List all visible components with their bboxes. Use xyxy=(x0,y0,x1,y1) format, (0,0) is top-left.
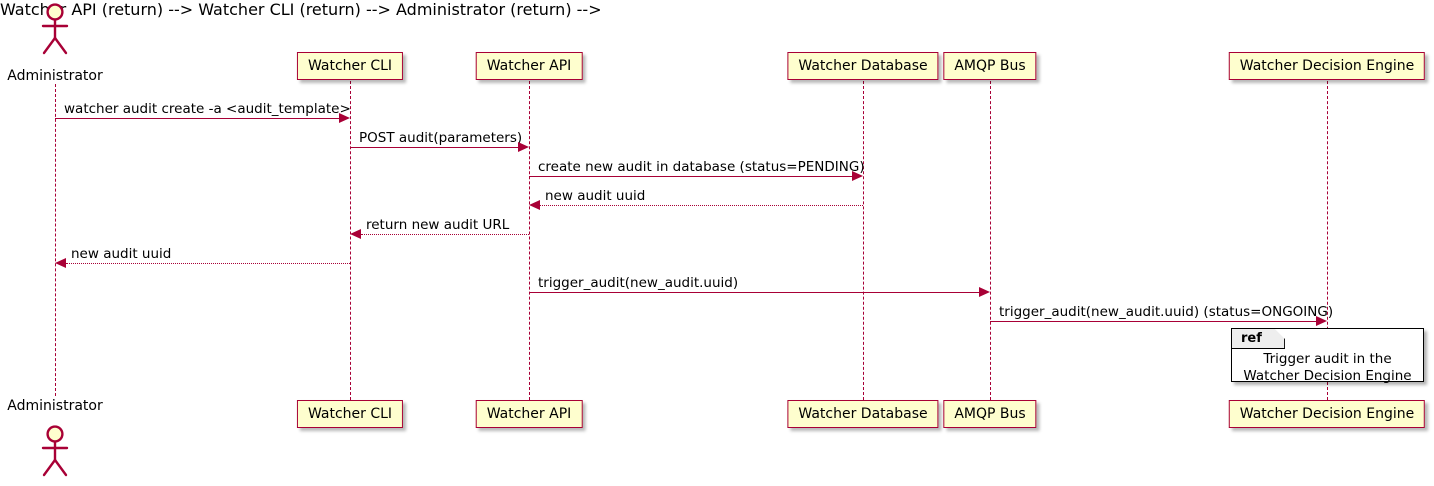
participant-watcher-database-bottom[interactable]: Watcher Database xyxy=(787,400,939,428)
arrowhead-left-icon xyxy=(529,200,540,210)
lifeline-administrator xyxy=(55,84,56,396)
arrowhead-right-icon xyxy=(339,113,350,123)
arrowhead-right-icon xyxy=(518,142,529,152)
lifeline-watcher-api xyxy=(529,81,530,400)
participant-watcher-decision-engine-bottom[interactable]: Watcher Decision Engine xyxy=(1228,400,1426,428)
arrowhead-left-icon xyxy=(350,229,361,239)
message-line-post-audit xyxy=(350,147,518,148)
ref-fragment-line1: Trigger audit in the xyxy=(1263,351,1392,367)
message-label-return-new-audit-url: return new audit URL xyxy=(366,217,510,233)
participant-watcher-database-top[interactable]: Watcher Database xyxy=(787,52,939,80)
message-line-trigger-audit xyxy=(529,292,979,293)
message-label-new-audit-uuid-admin: new audit uuid xyxy=(71,246,172,262)
message-label-create-new-audit: create new audit in database (status=PEN… xyxy=(538,159,865,175)
message-label-watcher-audit-create: watcher audit create -a <audit_template> xyxy=(64,101,351,117)
lifeline-amqp-bus xyxy=(990,81,991,400)
message-label-trigger-audit: trigger_audit(new_audit.uuid) xyxy=(538,275,739,291)
message-label-new-audit-uuid-api: new audit uuid xyxy=(545,188,646,204)
message-line-trigger-audit-ongoing xyxy=(990,321,1316,322)
message-line-new-audit-uuid-admin xyxy=(66,263,350,264)
ref-fragment: ref Trigger audit in the Watcher Decisio… xyxy=(1231,328,1424,385)
participant-watcher-cli-top[interactable]: Watcher CLI xyxy=(296,52,404,80)
ref-fragment-line2: Watcher Decision Engine xyxy=(1243,368,1412,384)
actor-label-top: Administrator xyxy=(7,68,103,84)
lifeline-watcher-decision-engine xyxy=(1327,81,1328,400)
participant-watcher-cli-bottom[interactable]: Watcher CLI xyxy=(296,400,404,428)
participant-amqp-bus-bottom[interactable]: AMQP Bus xyxy=(943,400,1037,428)
lifeline-watcher-database xyxy=(863,81,864,400)
participant-watcher-api-top[interactable]: Watcher API xyxy=(475,52,583,80)
message-label-trigger-audit-ongoing: trigger_audit(new_audit.uuid) (status=ON… xyxy=(999,304,1334,320)
participant-watcher-api-bottom[interactable]: Watcher API xyxy=(475,400,583,428)
actor-administrator-top xyxy=(35,3,75,55)
ref-fragment-text: Trigger audit in the Watcher Decision En… xyxy=(1232,351,1423,385)
actor-administrator-bottom xyxy=(35,425,75,477)
arrowhead-right-icon xyxy=(979,287,990,297)
participant-amqp-bus-top[interactable]: AMQP Bus xyxy=(943,52,1037,80)
message-line-new-audit-uuid-api xyxy=(540,205,863,206)
arrowhead-right-icon xyxy=(852,171,863,181)
ref-fragment-label: ref xyxy=(1232,329,1285,349)
participant-watcher-decision-engine-top[interactable]: Watcher Decision Engine xyxy=(1228,52,1426,80)
message-line-return-new-audit-url xyxy=(361,234,529,235)
lifeline-watcher-cli xyxy=(350,81,351,400)
arrowhead-left-icon xyxy=(55,258,66,268)
arrowhead-right-icon xyxy=(1316,316,1327,326)
message-label-post-audit: POST audit(parameters) xyxy=(359,130,523,146)
message-line-create-new-audit xyxy=(529,176,852,177)
message-line-watcher-audit-create xyxy=(55,118,339,119)
actor-label-bottom: Administrator xyxy=(7,398,103,414)
